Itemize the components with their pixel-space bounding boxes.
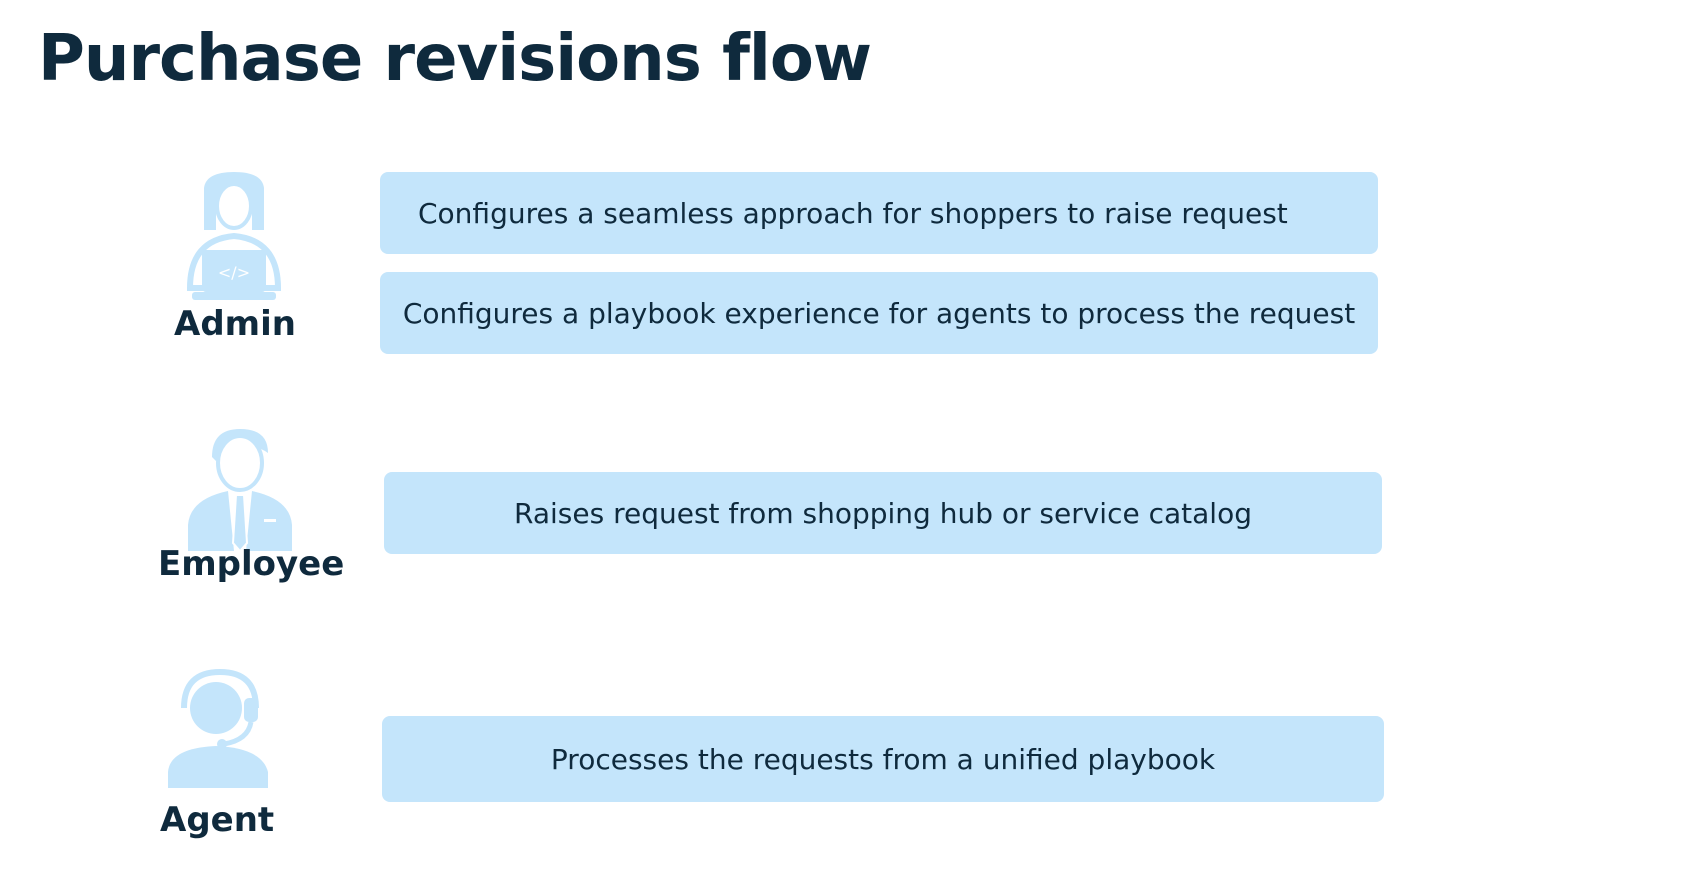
admin-action-text: Configures a seamless approach for shopp… xyxy=(418,196,1288,230)
admin-action-box: Configures a playbook experience for age… xyxy=(380,272,1378,354)
admin-laptop-icon: </> xyxy=(186,172,282,300)
agent-action-text: Processes the requests from a unified pl… xyxy=(550,742,1216,776)
agent-action-box: Processes the requests from a unified pl… xyxy=(382,716,1384,802)
svg-text:</>: </> xyxy=(218,263,250,282)
admin-action-text: Configures a playbook experience for age… xyxy=(402,296,1356,330)
employee-tie-icon xyxy=(188,429,292,553)
role-label-agent: Agent xyxy=(160,800,275,840)
employee-action-text: Raises request from shopping hub or serv… xyxy=(514,496,1252,530)
page-title: Purchase revisions flow xyxy=(38,22,872,96)
role-label-employee: Employee xyxy=(158,544,345,584)
agent-headset-icon xyxy=(168,668,268,788)
employee-action-box: Raises request from shopping hub or serv… xyxy=(384,472,1382,554)
role-label-admin: Admin xyxy=(174,304,296,344)
admin-action-box: Configures a seamless approach for shopp… xyxy=(380,172,1378,254)
